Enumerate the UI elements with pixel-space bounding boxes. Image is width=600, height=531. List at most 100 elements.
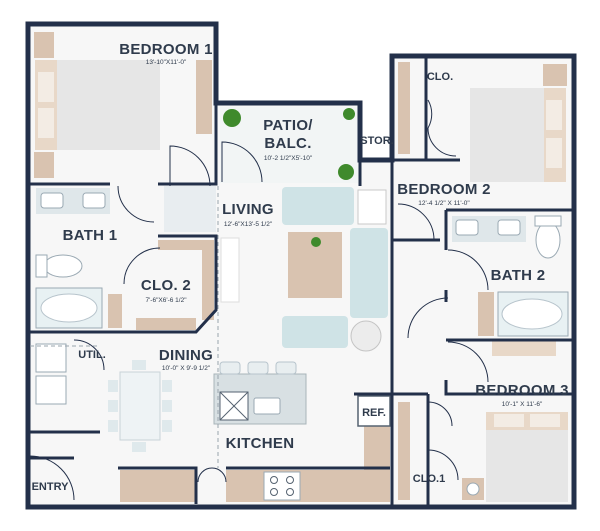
refrigerator xyxy=(357,395,391,427)
door-swing xyxy=(427,99,433,129)
closet2-shelves xyxy=(108,240,214,330)
living-armchair xyxy=(282,316,348,348)
dining-furniture xyxy=(108,360,172,452)
utility-label: UTIL. xyxy=(78,349,106,361)
dining-chair xyxy=(162,400,172,412)
kitchen-counter xyxy=(120,470,196,502)
living-dimensions: 12'-6"X13'-5 1/2" xyxy=(224,221,273,228)
bedroom1-dresser xyxy=(196,60,212,134)
door-swing xyxy=(73,339,105,371)
living-furniture xyxy=(164,186,388,352)
bedroom2-nightstand xyxy=(543,64,567,86)
sink-icon xyxy=(40,192,64,209)
closet2-shelf xyxy=(136,318,196,330)
door-swing xyxy=(397,203,435,241)
closet2-shelf xyxy=(158,240,214,250)
interior-wall xyxy=(444,380,574,396)
toilet-tank-icon xyxy=(534,215,562,227)
dining-label: DINING xyxy=(159,347,213,364)
bedroom1-pillow xyxy=(38,108,54,138)
patio-dimensions: 10'-2 1/2"X5'-10" xyxy=(264,155,313,162)
closet2-shelf xyxy=(108,294,122,328)
door-swing xyxy=(123,247,161,285)
burner-icon xyxy=(286,476,294,484)
closet1-shelf xyxy=(398,402,410,500)
bath2-linen xyxy=(492,340,556,356)
living-label: LIVING xyxy=(222,201,274,218)
round-table xyxy=(350,320,382,352)
entry-label: ENTRY xyxy=(32,481,70,493)
bedroom1-nightstand xyxy=(34,152,54,178)
bath2-label: BATH 2 xyxy=(491,267,546,284)
bedroom3-furniture xyxy=(398,402,568,502)
bar-stool xyxy=(247,361,269,375)
bath2-fixtures xyxy=(452,215,569,356)
living-entry-zone xyxy=(164,186,216,232)
toilet-icon xyxy=(535,221,561,259)
bedroom1-label: BEDROOM 1 xyxy=(119,41,213,58)
door-swing xyxy=(221,141,263,183)
bedroom3-dimensions: 10'-1" X 11'-6" xyxy=(502,401,543,408)
interior-wall xyxy=(110,234,218,334)
bedroom3-pillow xyxy=(494,414,524,427)
zone-lines xyxy=(30,186,219,468)
bath2-cabinet xyxy=(478,292,494,336)
plant-icon xyxy=(311,237,321,247)
sink-icon xyxy=(497,219,521,236)
storage-label: STOR. xyxy=(360,135,393,147)
sink-icon xyxy=(455,219,479,236)
kitchen-counter xyxy=(364,420,390,502)
dryer-icon xyxy=(35,375,67,405)
burner-icon xyxy=(270,476,278,484)
patio-label: PATIO/ xyxy=(263,117,313,134)
closet2-label: CLO. 2 xyxy=(141,277,191,294)
patio-label: BALC. xyxy=(264,135,311,152)
bar-stool xyxy=(219,361,241,375)
bedroom2-pillow xyxy=(546,138,562,168)
dining-dimensions: 10'-0" X 9'-9 1/2" xyxy=(162,365,211,372)
kitchen-fixtures xyxy=(120,361,391,502)
burner-icon xyxy=(286,488,294,496)
lamp-icon xyxy=(466,482,480,496)
dishwasher-mark xyxy=(219,391,249,421)
utility-fixtures xyxy=(35,343,67,405)
patio-furniture xyxy=(220,107,358,183)
bedroom3-label: BEDROOM 3 xyxy=(475,382,569,399)
closet2-shelf xyxy=(202,250,214,320)
dining-chair xyxy=(132,442,146,452)
door-swing xyxy=(117,185,155,223)
plant-icon xyxy=(223,109,241,127)
sink-icon xyxy=(82,192,106,209)
washer-icon xyxy=(35,343,67,373)
walls xyxy=(25,21,577,510)
dining-chair xyxy=(108,400,118,412)
bathtub-icon xyxy=(40,293,98,323)
interior-wall xyxy=(118,466,198,504)
door-swing xyxy=(169,145,211,187)
bedroom1-furniture xyxy=(34,32,212,178)
door-swing xyxy=(407,297,449,339)
toilet-icon xyxy=(43,254,83,278)
bedroom1-nightstand xyxy=(34,32,54,58)
patio-deck xyxy=(220,107,358,183)
bedroom2-furniture xyxy=(398,62,567,182)
closet2-dimensions: 7'-6"X6'-6 1/2" xyxy=(145,297,187,304)
living-sofa xyxy=(282,187,354,225)
dining-chair xyxy=(162,420,172,432)
door-swing xyxy=(447,341,489,383)
closet1-label: CLO.1 xyxy=(413,473,445,485)
door-swing xyxy=(427,449,459,481)
door-swings xyxy=(29,99,489,501)
side-table xyxy=(357,189,387,225)
kitchen-label: KITCHEN xyxy=(226,435,295,452)
door-swing xyxy=(197,467,227,483)
bedroom1-pillow xyxy=(38,72,54,102)
toilet-tank-icon xyxy=(35,254,48,278)
plant-icon xyxy=(338,164,354,180)
living-sofa xyxy=(350,228,388,318)
bath1-fixtures xyxy=(35,188,110,329)
room-labels: BEDROOM 1 13'-10"X11'-0" PATIO/ BALC. 10… xyxy=(32,41,569,493)
sink-icon xyxy=(253,397,281,415)
door-swing xyxy=(427,127,457,157)
